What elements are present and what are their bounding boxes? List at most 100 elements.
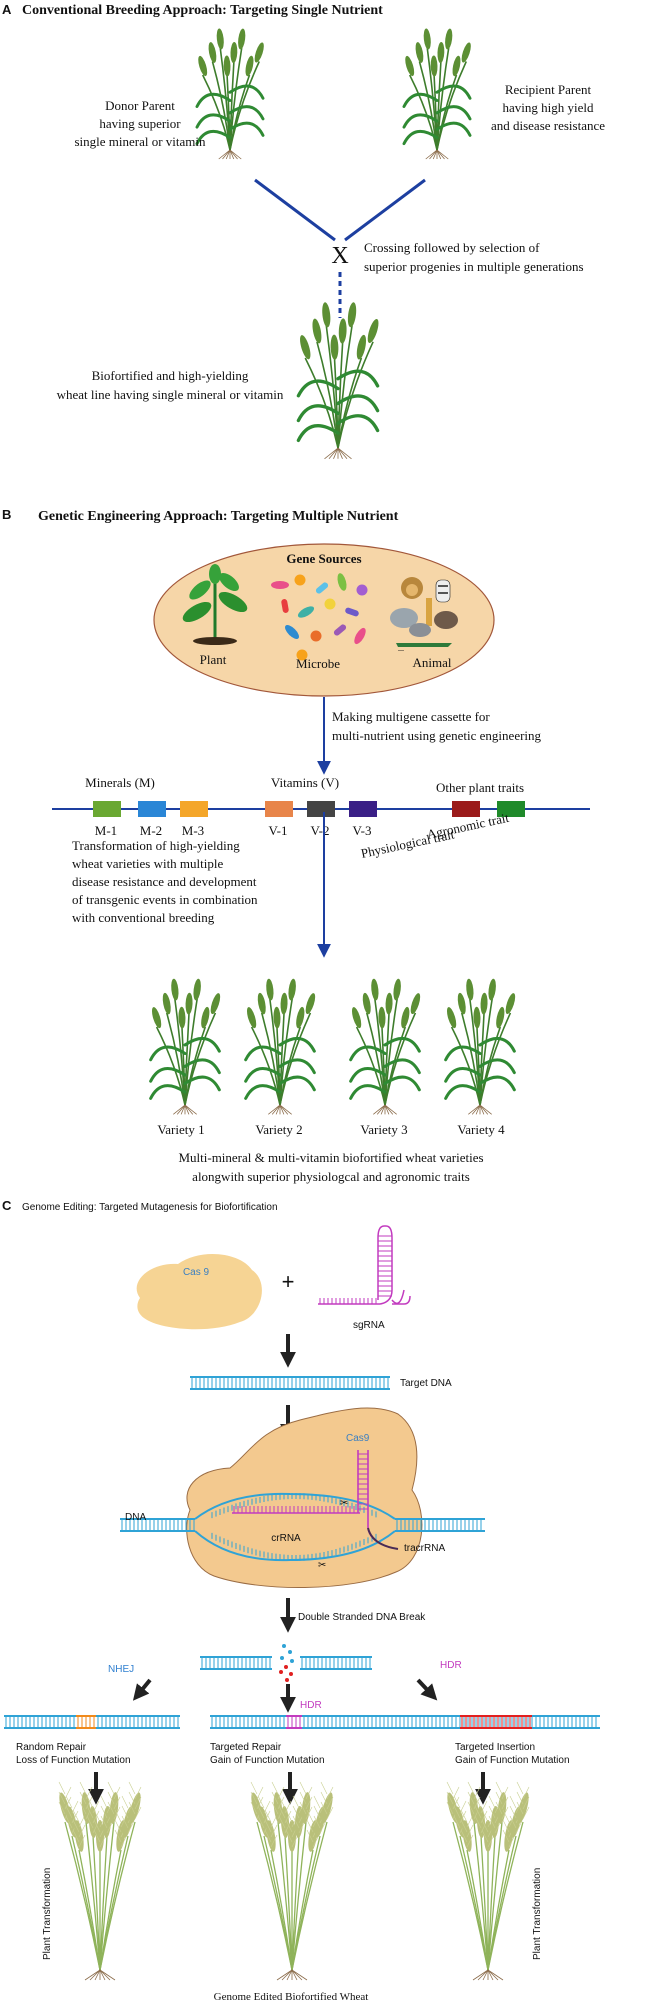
panel-c: C Genome Editing: Targeted Mutagenesis f…	[2, 1198, 600, 2003]
donor-label-1: Donor Parent	[105, 98, 175, 113]
donor-wheat-plant-icon	[195, 28, 265, 160]
group-other-traits-label: Other plant traits	[436, 780, 524, 795]
panel-a-letter: A	[2, 2, 12, 17]
variety-2-wheat-icon	[244, 978, 316, 1115]
out1-line-1: Random Repair	[16, 1742, 87, 1753]
targeted-repair-dna	[210, 1715, 410, 1729]
gene-v2-label: V-2	[310, 823, 329, 838]
crossing-text-1: Crossing followed by selection of	[364, 240, 540, 255]
plant-transformation-left: Plant Transformation	[42, 1868, 53, 1960]
gene-m1-label: M-1	[95, 823, 117, 838]
transformation-text-3: disease resistance and development	[72, 874, 257, 889]
out3-line-2: Gain of Function Mutation	[455, 1755, 570, 1766]
variety-1-wheat-icon	[149, 978, 221, 1115]
tracrrna-label: tracrRNA	[404, 1543, 445, 1554]
cas9-protein-shape	[136, 1253, 262, 1330]
gene-boxes	[93, 801, 525, 817]
arrow-hdr-right	[416, 1678, 438, 1701]
plant-transformation-right: Plant Transformation	[532, 1868, 543, 1960]
transformation-text-2: wheat varieties with multiple	[72, 856, 223, 871]
cas9-complex-label: Cas9	[346, 1433, 370, 1444]
summary-text-1: Multi-mineral & multi-vitamin biofortifi…	[178, 1150, 483, 1165]
arrow-nhej	[132, 1678, 152, 1701]
nhej-label: NHEJ	[108, 1664, 134, 1675]
recipient-label-3: and disease resistance	[491, 118, 605, 133]
variety-2-label: Variety 2	[255, 1122, 302, 1137]
group-vitamins-label: Vitamins (V)	[271, 775, 339, 790]
hdr-center-label: HDR	[300, 1700, 322, 1711]
out2-line-1: Targeted Repair	[210, 1742, 282, 1753]
gene-v1-label: V-1	[268, 823, 287, 838]
cas9-label: Cas 9	[183, 1267, 210, 1278]
break-fragments-icon	[279, 1644, 294, 1682]
biofortified-wheat-line-icon	[296, 302, 380, 460]
summary-text-2: alongwith superior physiologcal and agro…	[192, 1169, 470, 1184]
gene-v3-label: V-3	[352, 823, 371, 838]
dna-in-complex	[120, 1492, 485, 1562]
variety-3-label: Variety 3	[360, 1122, 407, 1137]
scissors-icon-bottom: ✂	[318, 1560, 326, 1571]
animal-dash: —	[398, 648, 404, 654]
source-animal-label: Animal	[413, 655, 452, 670]
recipient-wheat-plant-icon	[402, 28, 472, 160]
donor-label-2: having superior	[99, 116, 181, 131]
panel-b: B Genetic Engineering Approach: Targetin…	[2, 507, 590, 1184]
out1-line-2: Loss of Function Mutation	[16, 1755, 131, 1766]
cross-line-left	[254, 178, 336, 242]
random-repair-dna	[4, 1715, 180, 1729]
crossing-text-2: superior progenies in multiple generatio…	[364, 259, 584, 274]
donor-label-3: single mineral or vitamin	[74, 134, 206, 149]
cross-line-right	[344, 178, 426, 242]
gene-m3-label: M-3	[182, 823, 204, 838]
panel-c-letter: C	[2, 1198, 12, 1213]
tracrrna-tail	[367, 1527, 399, 1550]
crrna-label: crRNA	[271, 1533, 301, 1544]
hdr-right-label: HDR	[440, 1660, 462, 1671]
target-dna-helix	[190, 1376, 390, 1390]
dna-label: DNA	[125, 1512, 146, 1523]
source-plant-label: Plant	[200, 652, 227, 667]
panel-b-title: Genetic Engineering Approach: Targeting …	[38, 509, 399, 524]
variety-1-label: Variety 1	[157, 1122, 204, 1137]
out2-line-2: Gain of Function Mutation	[210, 1755, 325, 1766]
result-text-1: Biofortified and high-yielding	[92, 368, 249, 383]
recipient-label-2: having high yield	[503, 100, 594, 115]
crrna-ticks	[233, 1506, 355, 1513]
scissors-icon-top: ✂	[340, 1498, 348, 1509]
gene-sources-title: Gene Sources	[286, 551, 361, 566]
cassette-text-1: Making multigene cassette for	[332, 709, 490, 724]
panel-c-title: Genome Editing: Targeted Mutagenesis for…	[22, 1202, 278, 1213]
broken-dna	[200, 1656, 372, 1670]
sgrna-structure	[318, 1225, 411, 1305]
variety-3-wheat-icon	[349, 978, 421, 1115]
variety-4-wheat-icon	[444, 978, 516, 1115]
animal-source-icon	[390, 577, 458, 647]
tracr-rungs	[358, 1453, 368, 1510]
panel-a: A Conventional Breeding Approach: Target…	[2, 2, 605, 460]
dsb-label: Double Stranded DNA Break	[298, 1612, 426, 1623]
panel-b-letter: B	[2, 507, 11, 522]
edited-wheat-1-icon	[58, 1781, 142, 1981]
variety-4-label: Variety 4	[457, 1122, 505, 1137]
sgrna-label: sgRNA	[353, 1320, 385, 1331]
source-microbe-label: Microbe	[296, 656, 340, 671]
out3-line-1: Targeted Insertion	[455, 1742, 535, 1753]
targeted-insertion-dna	[410, 1715, 600, 1729]
plus-sign: +	[282, 1269, 295, 1294]
gene-m2-label: M-2	[140, 823, 162, 838]
edited-wheat-2-icon	[250, 1781, 334, 1981]
final-caption: Genome Edited Biofortified Wheat	[214, 1991, 369, 2003]
cassette-text-2: multi-nutrient using genetic engineering	[332, 728, 542, 743]
transformation-text-1: Transformation of high-yielding	[72, 838, 240, 853]
target-dna-label: Target DNA	[400, 1378, 452, 1389]
transformation-text-5: with conventional breeding	[72, 910, 215, 925]
result-text-2: wheat line having single mineral or vita…	[57, 387, 284, 402]
panel-a-title: Conventional Breeding Approach: Targetin…	[22, 3, 383, 18]
microbe-source-icon	[271, 573, 368, 661]
cross-symbol: X	[331, 243, 348, 269]
transformation-text-4: of transgenic events in combination	[72, 892, 258, 907]
plant-source-icon	[182, 564, 248, 645]
group-minerals-label: Minerals (M)	[85, 775, 155, 790]
edited-wheat-3-icon	[446, 1781, 530, 1981]
